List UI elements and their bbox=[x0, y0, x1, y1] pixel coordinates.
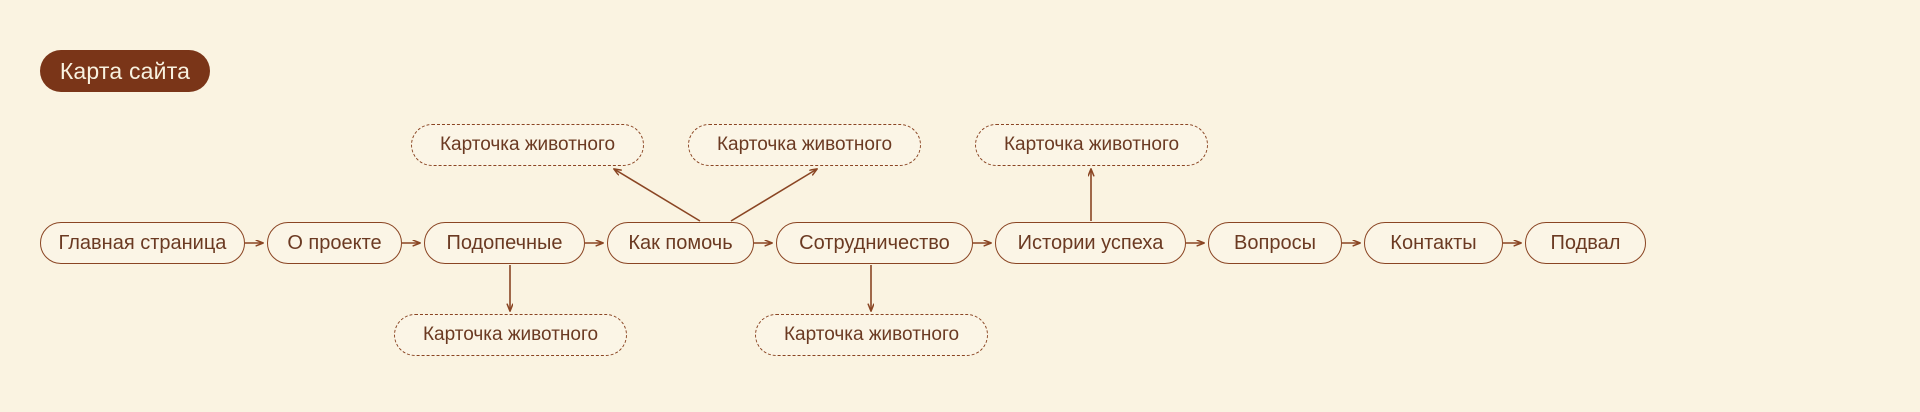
node-footer[interactable]: Подвал bbox=[1525, 222, 1646, 264]
node-contacts[interactable]: Контакты bbox=[1364, 222, 1503, 264]
node-label: Главная страница bbox=[58, 231, 227, 254]
node-label: Подопечные bbox=[446, 231, 563, 254]
node-label: Как помочь bbox=[628, 231, 733, 254]
card-animal-bottom-1[interactable]: Карточка животного bbox=[394, 314, 627, 356]
card-label: Карточка животного bbox=[783, 324, 960, 345]
card-label: Карточка животного bbox=[716, 134, 893, 155]
node-label: Подвал bbox=[1550, 231, 1621, 254]
card-label: Карточка животного bbox=[1003, 134, 1180, 155]
node-main-page[interactable]: Главная страница bbox=[40, 222, 245, 264]
node-wards[interactable]: Подопечные bbox=[424, 222, 585, 264]
card-label: Карточка животного bbox=[439, 134, 616, 155]
page-title-badge-label: Карта сайта bbox=[59, 57, 191, 84]
node-label: Вопросы bbox=[1234, 231, 1316, 254]
node-cooperation[interactable]: Сотрудничество bbox=[776, 222, 973, 264]
card-label: Карточка животного bbox=[422, 324, 599, 345]
edge-how-to-help-card-top-2 bbox=[730, 169, 817, 222]
edge-how-to-help-card-top-1 bbox=[614, 169, 701, 222]
node-label: Истории успеха bbox=[1017, 231, 1164, 254]
node-label: Контакты bbox=[1390, 231, 1477, 254]
card-animal-top-2[interactable]: Карточка животного bbox=[688, 124, 921, 166]
node-how-to-help[interactable]: Как помочь bbox=[607, 222, 754, 264]
node-label: О проекте bbox=[287, 231, 382, 254]
card-animal-top-1[interactable]: Карточка животного bbox=[411, 124, 644, 166]
node-about[interactable]: О проекте bbox=[267, 222, 402, 264]
node-label: Сотрудничество bbox=[799, 231, 950, 254]
page-title-badge: Карта сайта bbox=[40, 50, 210, 92]
node-questions[interactable]: Вопросы bbox=[1208, 222, 1342, 264]
card-animal-bottom-2[interactable]: Карточка животного bbox=[755, 314, 988, 356]
node-success-stories[interactable]: Истории успеха bbox=[995, 222, 1186, 264]
card-animal-top-3[interactable]: Карточка животного bbox=[975, 124, 1208, 166]
